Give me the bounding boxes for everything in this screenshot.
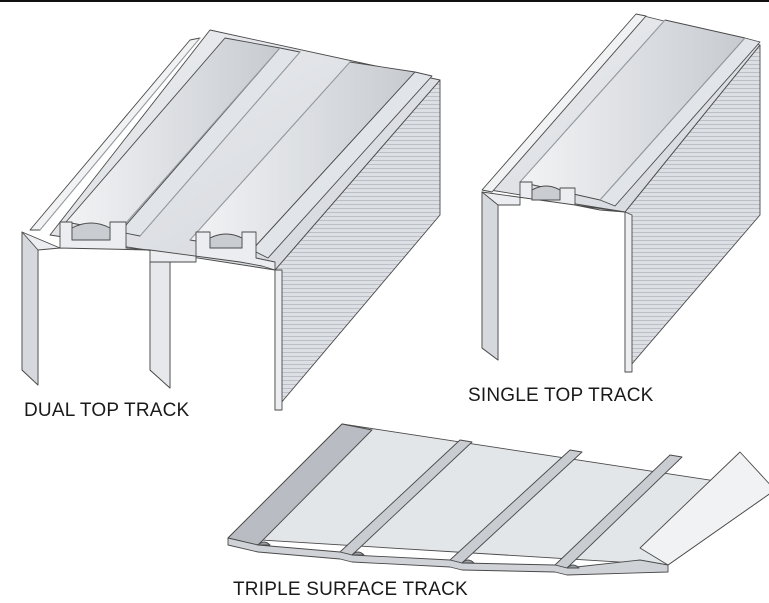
triple-slot-1 <box>257 541 271 546</box>
triple-slot-4 <box>566 564 580 569</box>
single-channel <box>531 185 561 201</box>
triple-front-edge <box>227 537 669 576</box>
triple-slot-3 <box>461 559 475 564</box>
dual-middle-panel <box>149 261 171 389</box>
single-top-track-label: SINGLE TOP TRACK <box>468 385 654 406</box>
dual-channel-2 <box>209 233 243 249</box>
single-top-track <box>481 13 761 373</box>
triple-slot-2 <box>351 551 365 556</box>
dual-top-track-label: DUAL TOP TRACK <box>24 400 190 421</box>
single-left-panel <box>481 191 499 361</box>
top-rule <box>0 0 769 2</box>
dual-top-track <box>21 29 441 411</box>
triple-right-ramp <box>639 451 769 566</box>
dual-left-panel <box>21 231 39 386</box>
single-front-profile <box>481 181 633 373</box>
dual-channel-1 <box>71 222 111 241</box>
triple-surface-track-label: TRIPLE SURFACE TRACK <box>233 579 468 600</box>
dual-rail-5 <box>251 71 433 259</box>
single-rail-1 <box>481 13 647 193</box>
triple-surface-track <box>227 423 769 576</box>
